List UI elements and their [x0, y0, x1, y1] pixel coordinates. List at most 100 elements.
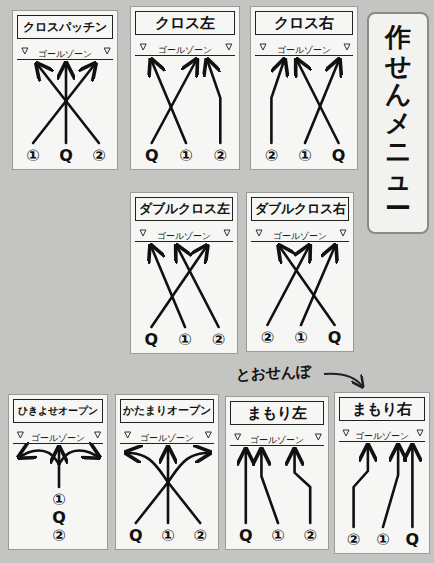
goal-zone: ゴールゾーン: [230, 428, 324, 446]
player-mark: ①: [179, 147, 193, 165]
handwritten-note: とおせんぼ: [236, 362, 312, 384]
goal-zone-label: ゴールゾーン: [277, 45, 331, 55]
player-mark: ①: [52, 491, 66, 509]
title-box: まもり左: [230, 401, 324, 425]
goal-zone-label: ゴールゾーン: [38, 49, 92, 59]
route-arrow: [167, 449, 170, 482]
goal-zone-label: ゴールゾーン: [273, 231, 327, 241]
menu-card: 作せんメニュー: [367, 12, 429, 234]
goal-zone: ゴールゾーン: [339, 424, 425, 442]
goal-zone-label: ゴールゾーン: [140, 433, 194, 443]
goal-mark: [22, 48, 28, 54]
play-card: まもり右ゴールゾーン②①Q: [334, 392, 430, 554]
player-mark: ②: [193, 527, 207, 545]
goal-zone-label: ゴールゾーン: [157, 231, 211, 241]
player-mark: ①: [271, 527, 285, 545]
goal-zone-label: ゴールゾーン: [250, 435, 304, 445]
play-title: まもり右: [352, 400, 412, 419]
goal-zone-label: ゴールゾーン: [158, 45, 212, 55]
goal-mark: [315, 434, 321, 440]
player-mark: Q: [332, 147, 346, 165]
player-mark: Q: [328, 329, 342, 347]
route-arrow: [20, 451, 59, 465]
player-mark: Q: [145, 331, 159, 349]
play-title: クロス右: [274, 14, 334, 33]
goal-mark: [125, 432, 131, 438]
route-arrow: [38, 65, 99, 143]
goal-zone-label: ゴールゾーン: [31, 433, 85, 443]
play-card: クロスパッチンゴールゾーン①Q②: [12, 10, 118, 170]
route-arrow: [151, 247, 185, 327]
route-arrow: [295, 451, 311, 523]
play-title: ダブルクロス左: [139, 201, 230, 218]
player-mark: ②: [265, 147, 279, 165]
player-mark: Q: [239, 527, 253, 545]
player-mark: ②: [92, 147, 106, 165]
player-mark: ①: [294, 329, 308, 347]
route-arrow: [136, 482, 168, 523]
route-arrow: [167, 482, 170, 523]
route-arrow: [208, 61, 221, 143]
goal-mark: [140, 44, 146, 50]
goal-zone: ゴールゾーン: [120, 426, 214, 444]
route-arrow: [261, 451, 278, 523]
play-title: かたまりオープン: [123, 404, 211, 418]
title-box: クロスパッチン: [17, 15, 113, 39]
route-arrow: [58, 464, 61, 487]
route-arrow: [297, 61, 338, 143]
play-card: ひきよせオープンゴールゾーン ①Q②: [8, 394, 108, 550]
player-mark: ②: [261, 329, 275, 347]
title-box: クロス左: [135, 11, 235, 35]
play-card: ダブルクロス右ゴールゾーン ② ① Q: [246, 192, 354, 352]
play-card: かたまりオープンゴールゾーン Q①②: [115, 394, 219, 550]
route-arrow: [65, 65, 68, 143]
goal-mark: [226, 44, 232, 50]
goal-zone: ゴールゾーン: [255, 38, 353, 56]
route-arrow: [280, 247, 335, 325]
title-box: かたまりオープン: [120, 399, 214, 423]
route-arrow: [168, 453, 208, 483]
player-mark: ①: [178, 331, 192, 349]
goal-mark: [260, 44, 266, 50]
player-mark: Q: [145, 147, 159, 165]
goal-mark: [235, 434, 241, 440]
goal-mark: [343, 430, 349, 436]
goal-mark: [104, 48, 110, 54]
title-box: ひきよせオープン: [13, 399, 103, 423]
goal-zone: ゴールゾーン: [135, 38, 235, 56]
title-box: ダブルクロス右: [251, 197, 349, 221]
menu-title: 作せんメニュー: [385, 23, 411, 223]
goal-zone: ゴールゾーン: [135, 224, 233, 242]
goal-zone-label: ゴールゾーン: [355, 431, 409, 441]
player-mark: ①: [161, 527, 175, 545]
route-arrow: [271, 61, 283, 143]
route-arrow: [177, 247, 218, 327]
play-card: ダブルクロス左ゴールゾーン Q ① ②: [130, 192, 238, 354]
player-mark: ②: [52, 527, 66, 545]
route-arrow: [128, 453, 168, 483]
player-mark: ②: [214, 147, 228, 165]
goal-mark: [224, 230, 230, 236]
play-title: クロス左: [155, 14, 215, 33]
goal-mark: [205, 432, 211, 438]
goal-zone: ゴールゾーン: [251, 224, 349, 242]
goal-mark: [340, 230, 346, 236]
player-mark: ②: [212, 331, 226, 349]
play-title: クロスパッチン: [23, 19, 107, 36]
player-mark: Q: [129, 527, 143, 545]
player-mark: ②: [303, 527, 317, 545]
goal-mark: [344, 44, 350, 50]
route-arrow: [152, 61, 196, 143]
goal-mark: [140, 230, 146, 236]
route-arrow: [245, 451, 248, 523]
player-mark: Q: [406, 531, 420, 549]
play-title: ひきよせオープン: [18, 404, 98, 418]
route-arrow: [383, 447, 398, 527]
goal-mark: [256, 230, 262, 236]
play-card: クロス左ゴールゾーン Q ① ②: [130, 6, 240, 170]
title-box: ダブルクロス左: [135, 197, 233, 221]
play-card: まもり左ゴールゾーン Q①②: [225, 396, 329, 550]
goal-mark: [17, 432, 23, 438]
player-mark: Q: [52, 509, 66, 527]
